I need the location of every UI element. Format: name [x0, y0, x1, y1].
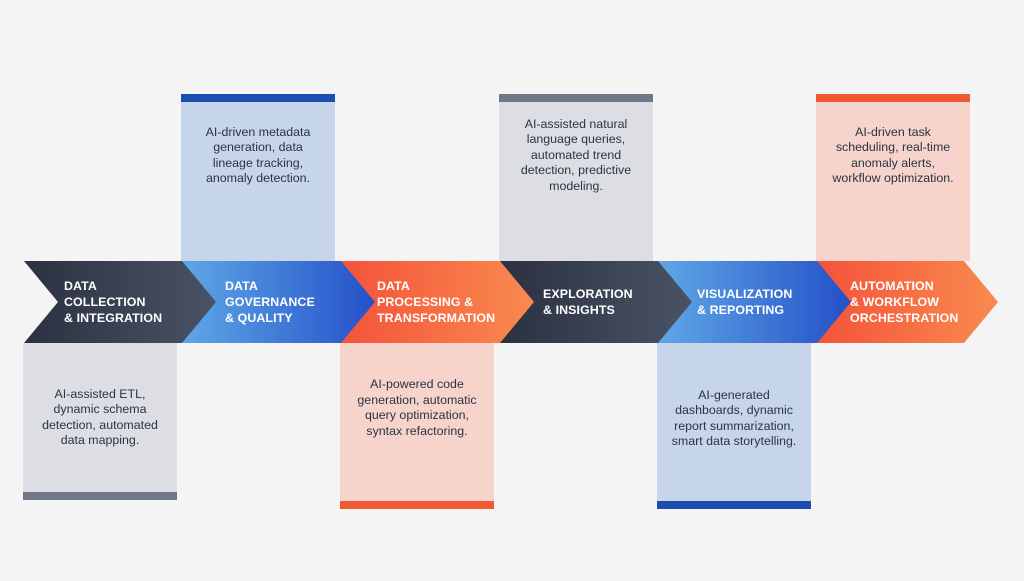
stage-4-description: AI-assisted natural language queries, au… [520, 116, 632, 193]
stage-3-chevron [341, 261, 535, 343]
stage-5-title-line: VISUALIZATION [697, 287, 793, 301]
stage-3-title-line: TRANSFORMATION [377, 311, 496, 325]
stage-3-title-line: PROCESSING & [377, 295, 474, 309]
stage-2-description: AI-driven metadata generation, data line… [205, 124, 311, 186]
stage-6-title-line: AUTOMATION [850, 279, 934, 293]
stage-3-description-box: AI-powered code generation, automatic qu… [340, 343, 494, 501]
stage-4-title: EXPLORATION & INSIGHTS [543, 261, 633, 343]
stage-2-accent-bar [181, 94, 335, 102]
stage-3-description: AI-powered code generation, automatic qu… [357, 377, 477, 438]
stage-4-chevron [500, 261, 694, 343]
stage-6-chevron [817, 261, 998, 343]
stage-1-title: DATA COLLECTION & INTEGRATION [64, 261, 162, 343]
stage-5-accent-bar [657, 501, 811, 509]
stage-4-description-box: AI-assisted natural language queries, au… [499, 102, 653, 261]
stage-4-title-line: & INSIGHTS [543, 303, 615, 317]
stage-5-title-line: & REPORTING [697, 303, 785, 317]
stage-5-title: VISUALIZATION & REPORTING [697, 261, 792, 343]
stage-2-chevron [182, 261, 376, 343]
stage-1-description-box: AI-assisted ETL, dynamic schema detectio… [23, 343, 177, 492]
stage-1-description: AI-assisted ETL, dynamic schema detectio… [42, 386, 158, 448]
stage-2-title-line: DATA [225, 279, 258, 293]
stage-2-title-line: GOVERNANCE [225, 295, 315, 309]
stage-4-title-line: EXPLORATION [543, 287, 633, 301]
stage-3-title: DATA PROCESSING & TRANSFORMATION [377, 261, 495, 343]
stage-6-description: AI-driven task scheduling, real-time ano… [832, 124, 954, 186]
stage-5-description: AI-generated dashboards, dynamic report … [671, 387, 797, 449]
stage-5-description-box: AI-generated dashboards, dynamic report … [657, 343, 811, 501]
stage-2-title-line: & QUALITY [225, 311, 293, 325]
stage-1-title-line: COLLECTION [64, 295, 146, 309]
stage-1-chevron [24, 261, 218, 343]
stage-2-title: DATA GOVERNANCE & QUALITY [225, 261, 315, 343]
stage-3-accent-bar [340, 501, 494, 509]
stage-6-title-line: & WORKFLOW [850, 295, 940, 309]
stage-6-description-box: AI-driven task scheduling, real-time ano… [816, 102, 970, 261]
stage-5-chevron [658, 261, 852, 343]
stage-1-accent-bar [23, 492, 177, 500]
stage-6-title-line: ORCHESTRATION [850, 311, 959, 325]
stage-1-title-line: DATA [64, 279, 97, 293]
stage-3-title-line: DATA [377, 279, 410, 293]
stage-6-title: AUTOMATION & WORKFLOW ORCHESTRATION [850, 261, 958, 343]
stage-4-accent-bar [499, 94, 653, 102]
stage-6-accent-bar [816, 94, 970, 102]
stage-1-title-line: & INTEGRATION [64, 311, 163, 325]
stage-2-description-box: AI-driven metadata generation, data line… [181, 102, 335, 261]
